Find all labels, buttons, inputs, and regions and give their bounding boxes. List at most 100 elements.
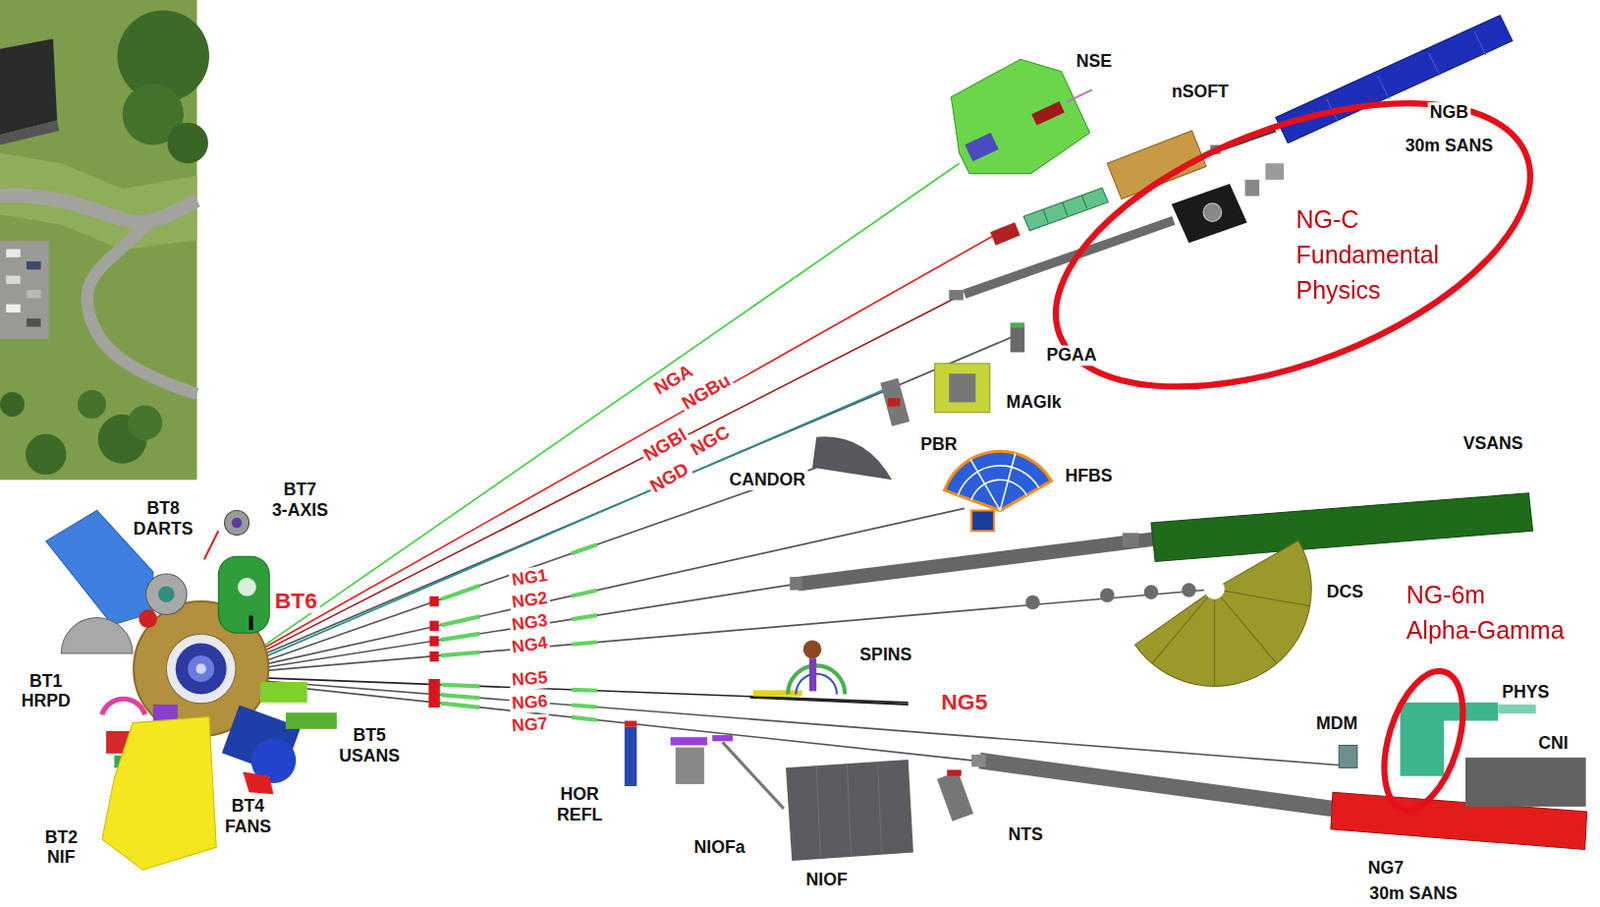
guide-segment <box>441 684 480 687</box>
text-line: BT7 <box>272 480 329 500</box>
cold-instrument <box>797 539 1154 585</box>
instrument-name: VSANS <box>1461 434 1526 454</box>
text-line: HOR <box>556 783 603 804</box>
instrument-name: BT2 NIF <box>43 827 81 868</box>
thermal-instrument <box>260 681 308 703</box>
cold-instrument <box>1203 203 1222 222</box>
text-line: NG-C <box>1296 202 1440 238</box>
cold-instrument <box>670 736 708 745</box>
cold-instrument <box>750 697 909 705</box>
aerial-photo <box>0 240 50 339</box>
cold-instrument <box>675 747 705 784</box>
guide-name: NG5 <box>938 689 990 716</box>
thermal-instrument <box>102 716 217 870</box>
text-line: FANS <box>224 816 272 836</box>
instrument-name: BT5 USANS <box>336 724 402 766</box>
instrument-name: PGAA <box>1044 344 1099 365</box>
cold-instrument <box>1152 589 1311 687</box>
aerial-photo <box>26 289 42 298</box>
aerial-photo <box>0 391 25 417</box>
thermal-instrument <box>146 573 188 615</box>
aerial-photo <box>0 120 59 146</box>
cold-instrument <box>1245 179 1261 197</box>
cold-instrument <box>753 689 803 696</box>
cold-instrument <box>990 221 1020 246</box>
aerial-photo <box>0 38 57 135</box>
instrument-name: CNI <box>1536 732 1571 753</box>
instrument-name: NSE <box>1074 51 1114 71</box>
instrument-name: HFBS <box>1062 465 1114 486</box>
beam-line <box>263 680 1347 766</box>
guide-segment <box>441 652 480 656</box>
instrument-name: NG7 <box>1366 857 1406 878</box>
guide-name: NG3 <box>508 609 552 636</box>
guide-segment <box>571 705 598 708</box>
beam-line <box>263 295 960 652</box>
instrument-name: NGB <box>1428 102 1471 122</box>
cold-instrument <box>946 769 962 775</box>
text-line: NIF <box>45 846 78 867</box>
thermal-instrument <box>138 608 158 628</box>
instrument-name: nSOFT <box>1169 81 1231 102</box>
guide-name: NG5 <box>508 666 551 690</box>
cold-instrument <box>1181 582 1197 598</box>
cold-instrument <box>624 15 1588 861</box>
thermal-instrument <box>204 530 220 559</box>
cold-instrument <box>957 452 1039 510</box>
thermal-instrument <box>231 517 242 528</box>
cold-instrument <box>712 734 733 741</box>
instrument-name: NIOFa <box>691 836 747 857</box>
aerial-photo <box>26 318 42 327</box>
text-line: BT5 <box>338 724 400 745</box>
guide-segment <box>571 687 598 693</box>
instrument-name: 30m SANS <box>1403 135 1495 156</box>
thermal-instrument <box>242 771 274 794</box>
thermal-instrument <box>237 577 257 597</box>
reactor <box>175 643 227 695</box>
cold-instrument <box>979 760 1331 809</box>
instrument-name: MAGIk <box>1003 391 1063 412</box>
guide-name: NG7 <box>508 713 551 736</box>
guide-name: NGC <box>685 420 735 461</box>
cold-instrument <box>937 771 974 822</box>
guide-segment <box>571 717 598 720</box>
cold-instrument <box>1497 704 1536 714</box>
cold-instrument <box>803 639 823 659</box>
cold-instrument <box>1275 15 1513 144</box>
aerial-photo <box>26 261 42 270</box>
cold-instrument <box>1338 744 1358 768</box>
cold-instrument <box>950 58 1090 173</box>
aerial-photo <box>0 0 210 480</box>
cold-instrument <box>1010 322 1026 328</box>
thermal-instrument <box>218 555 270 633</box>
text-line: Alpha-Gamma <box>1406 612 1565 649</box>
cold-instrument <box>809 658 817 691</box>
cold-instrument <box>1122 532 1140 548</box>
reactor <box>165 633 236 704</box>
cold-instrument <box>887 397 900 406</box>
instrument-name: SPINS <box>857 645 914 665</box>
cold-instrument <box>1023 187 1108 231</box>
guide-segment <box>441 615 480 625</box>
instrument-name: NIOF <box>803 869 849 889</box>
thermal-instrument <box>102 698 146 715</box>
thermal-instrument <box>60 617 133 654</box>
cold-instrument <box>971 754 987 767</box>
text-line: USANS <box>338 744 400 765</box>
cold-instrument <box>964 132 998 162</box>
cold-instrument <box>722 741 784 809</box>
cold-instrument <box>948 373 976 402</box>
cold-instrument <box>1151 493 1534 562</box>
instrument-name: BT8 DARTS <box>131 498 196 540</box>
text-line: BT1 <box>21 670 71 691</box>
instrument-name: HOR REFL <box>554 783 605 825</box>
thermal-instrument <box>46 510 337 871</box>
instrument-name: 30m SANS <box>1367 882 1459 903</box>
shutter <box>429 620 439 631</box>
cold-instrument <box>785 759 914 861</box>
cold-instrument <box>624 726 637 786</box>
